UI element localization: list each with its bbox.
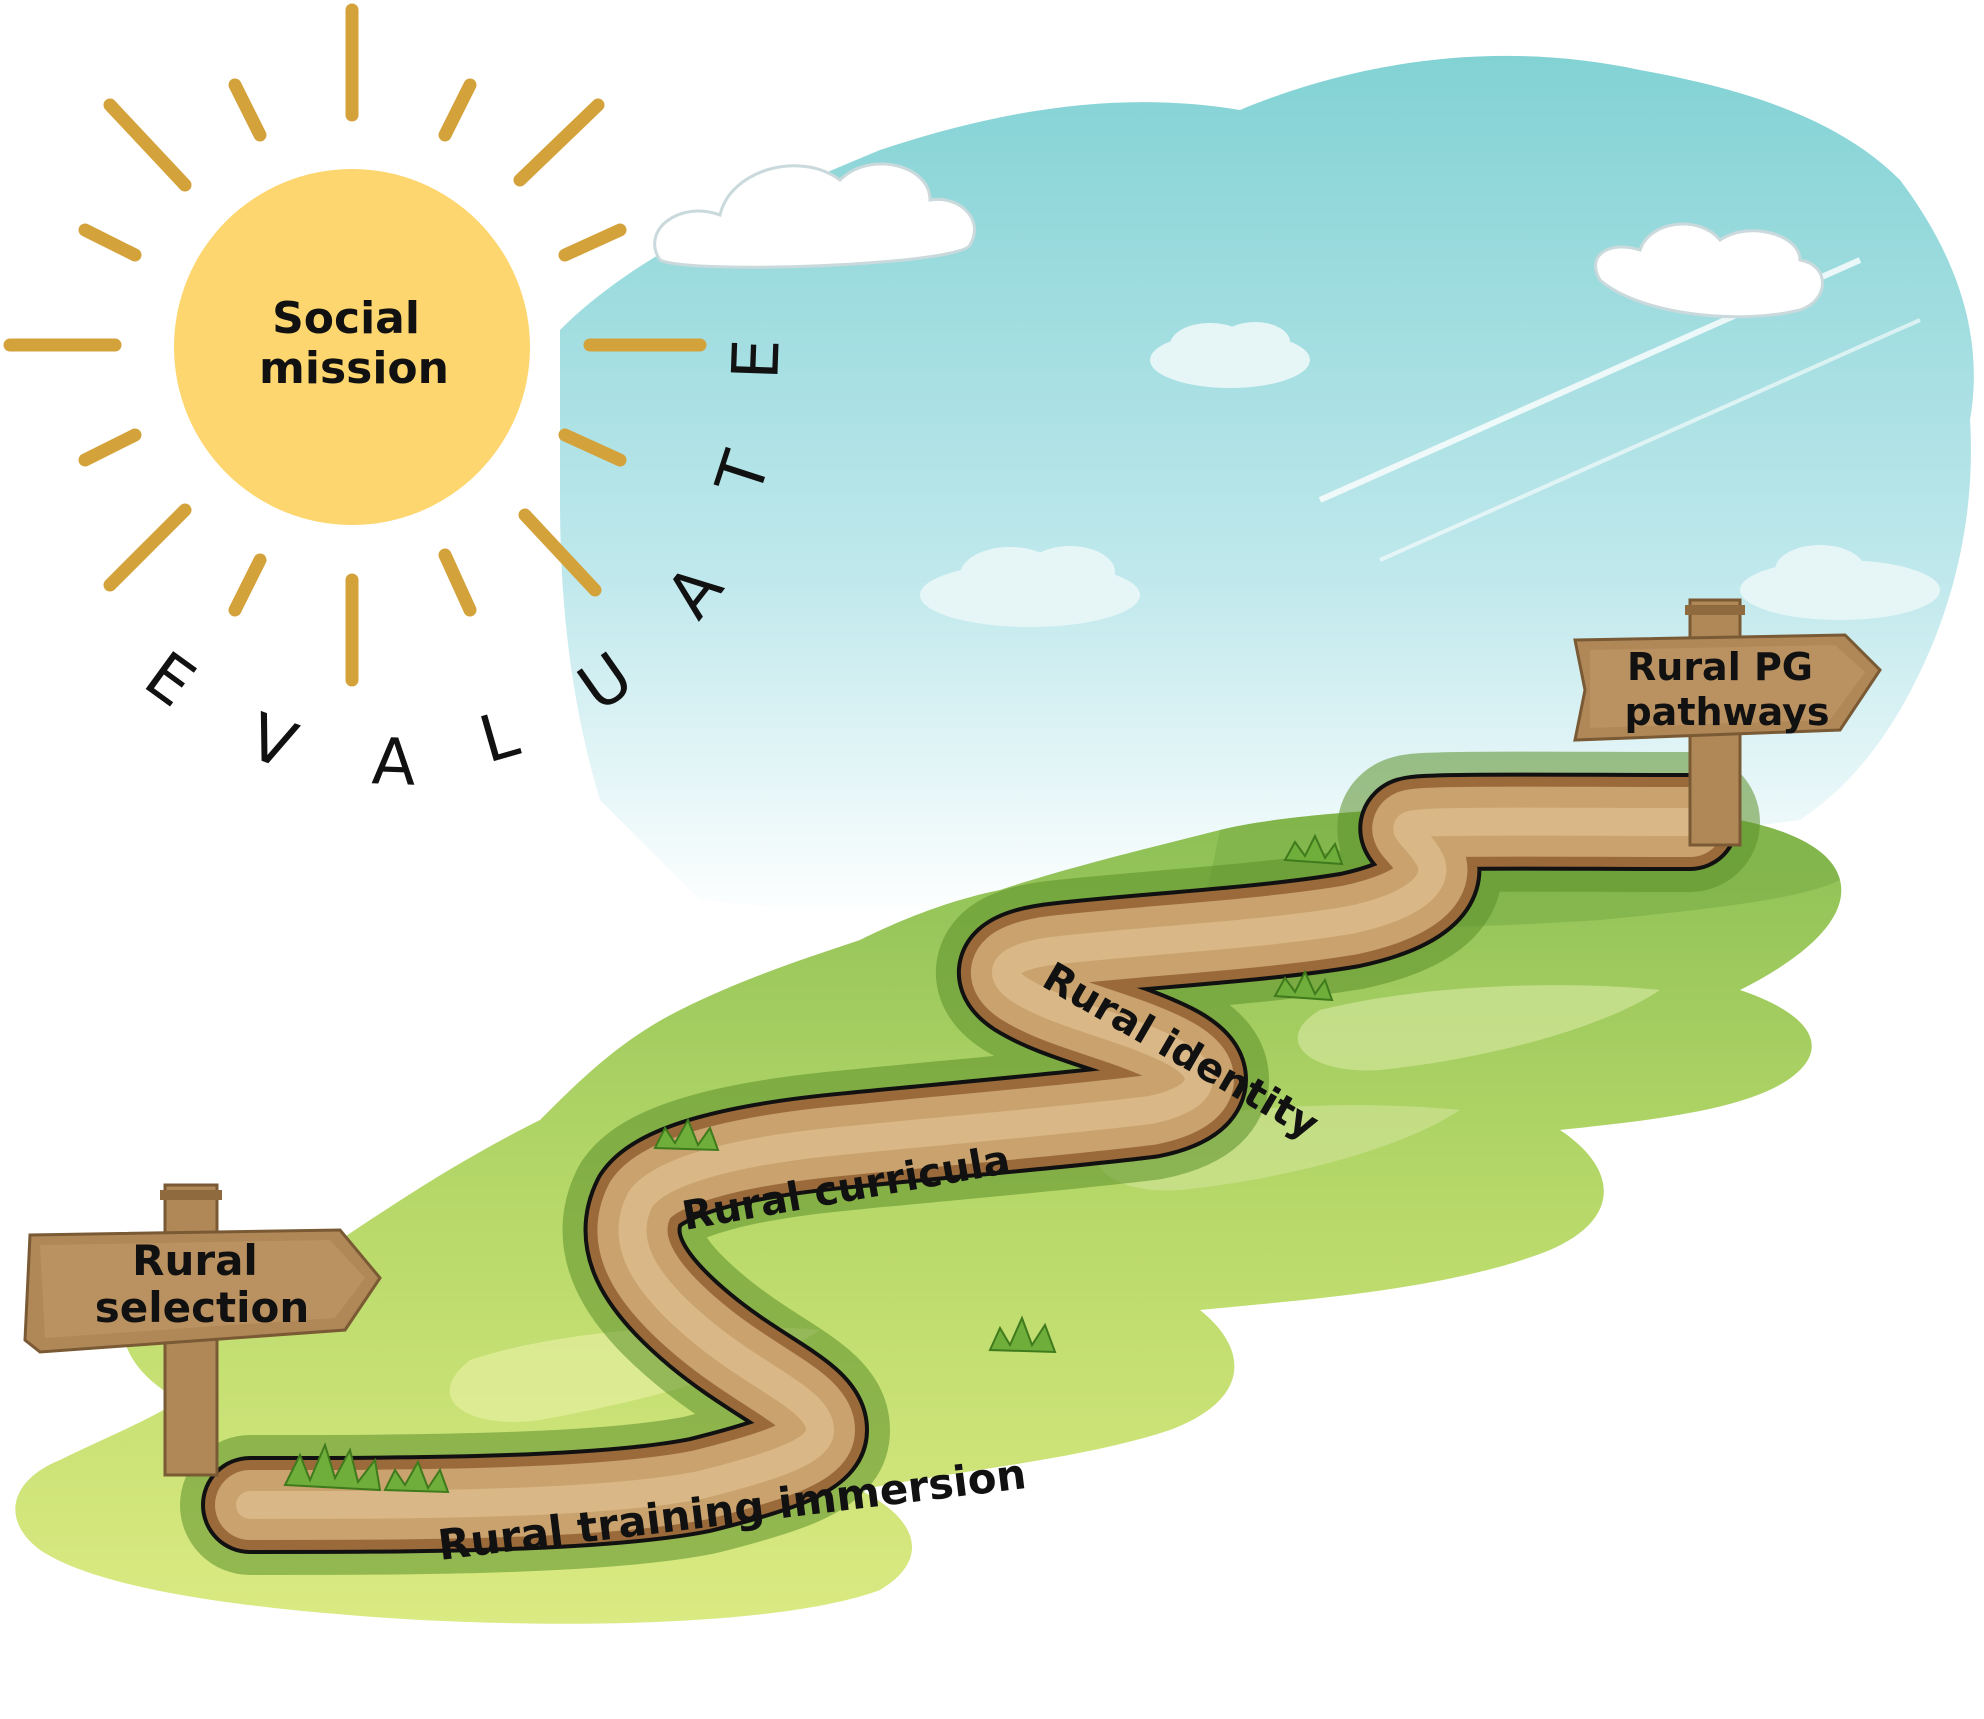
evaluate-letter-2: V <box>239 700 306 785</box>
sun-label-line1: Social <box>272 293 420 344</box>
cloud-5 <box>1740 545 1940 620</box>
cloud-3 <box>1150 322 1310 388</box>
sign-rural-pg-pathways-line1: Rural PG <box>1627 645 1813 689</box>
evaluate-letter-1: E <box>131 638 207 722</box>
winding-path <box>180 751 1760 1575</box>
sign-rural-selection-line1: Rural <box>132 1236 258 1285</box>
sign-rural-selection-line2: selection <box>95 1283 310 1332</box>
evaluate-letter-4: L <box>472 697 527 778</box>
sun-rays <box>3 3 707 687</box>
sign-rural-pg-pathways-line2: pathways <box>1624 690 1829 734</box>
sun-disc <box>174 169 530 525</box>
evaluate-letter-3: A <box>371 725 418 800</box>
sign-rural-selection: Rural selection <box>23 1183 382 1477</box>
sun-label-line2: mission <box>259 343 449 394</box>
cloud-2 <box>1594 222 1824 319</box>
grass-tufts <box>283 833 1344 1494</box>
sun: Social mission <box>3 3 707 687</box>
cloud-4 <box>920 546 1140 627</box>
evaluate-letter-8: E <box>719 338 794 381</box>
sign-rural-pg-pathways: Rural PG pathways <box>1573 598 1882 847</box>
cloud-1 <box>653 162 976 269</box>
